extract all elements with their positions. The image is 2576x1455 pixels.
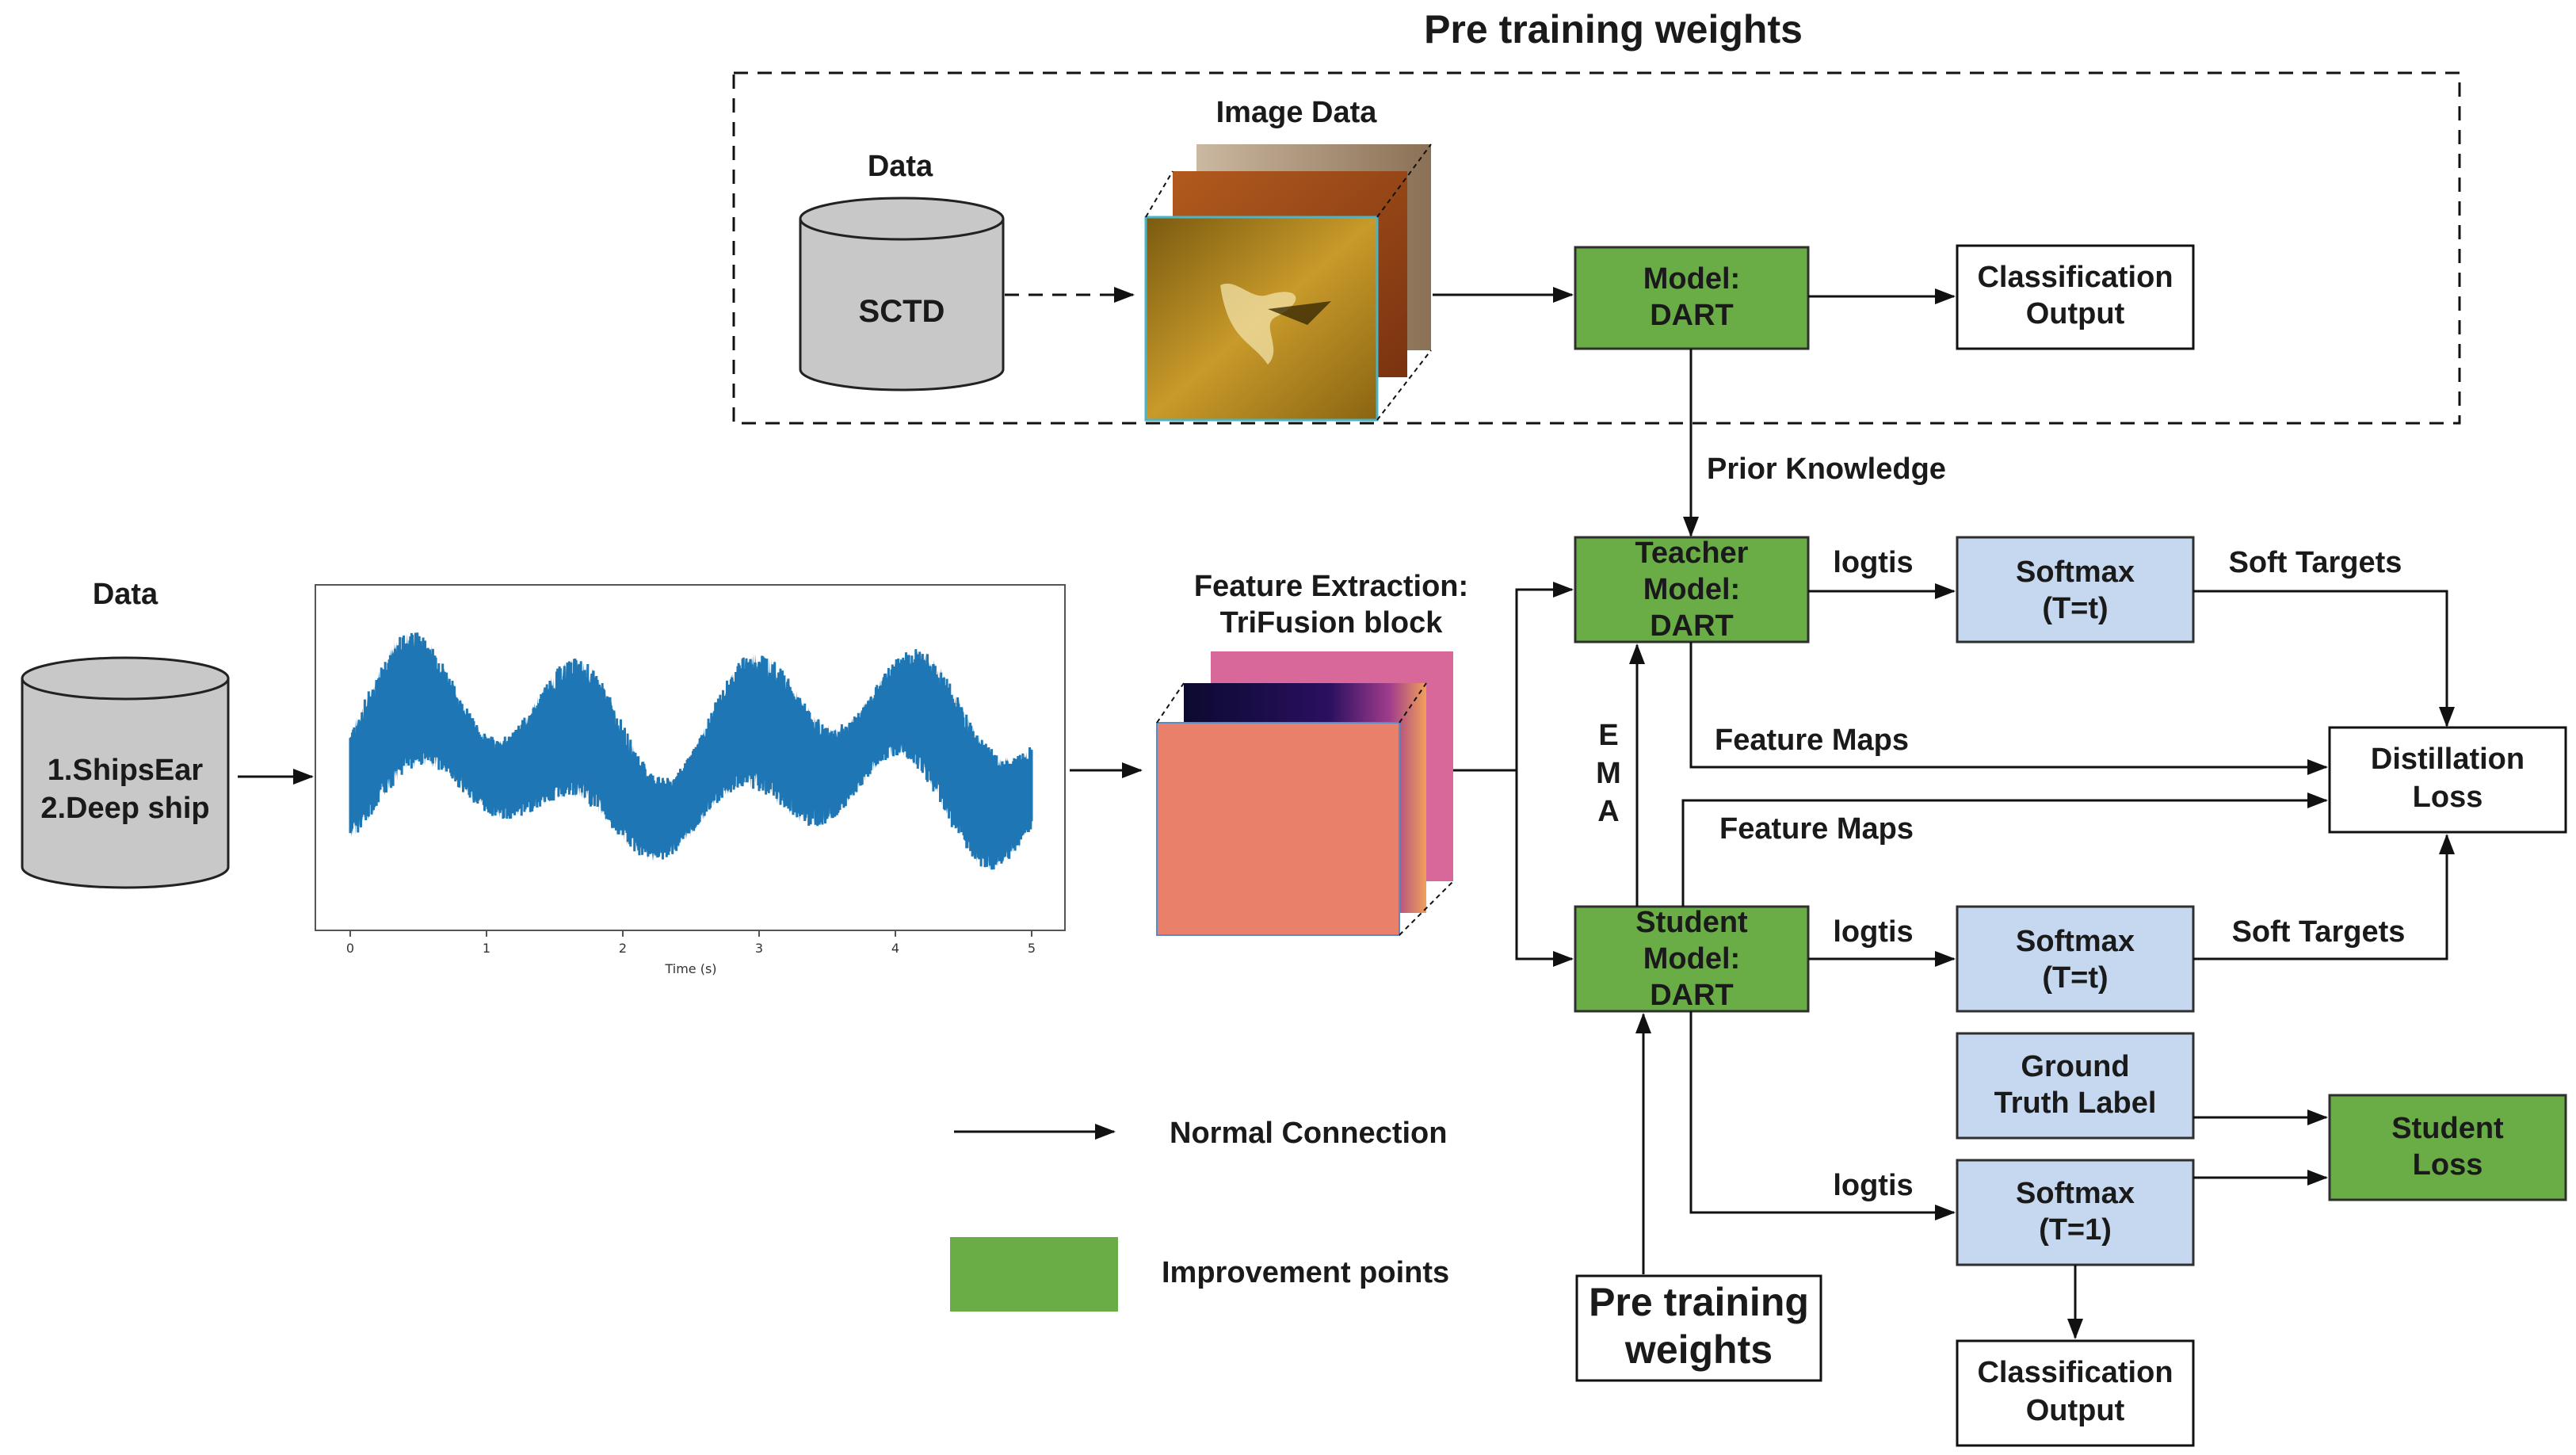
dataset-item-1: 1.ShipsEar xyxy=(48,754,204,787)
student-model-box xyxy=(1574,905,1810,1013)
softmax-teacher-2: (T=t) xyxy=(2042,592,2108,625)
x-tick-label: 3 xyxy=(755,941,763,956)
pretrain-dashed-frame xyxy=(732,71,2461,425)
feature-split-connector xyxy=(1453,582,1574,772)
pretrain-section-title: Pre training weights xyxy=(1424,7,1803,52)
ground-truth-box xyxy=(1956,1032,2195,1140)
teacher-feature-maps-arrow xyxy=(1689,642,2328,775)
teacher-label-2: Model: xyxy=(1643,573,1740,606)
ground-truth-2: Truth Label xyxy=(1994,1086,2157,1120)
legend-normal-label: Normal Connection xyxy=(1170,1117,1447,1150)
classification-output-top-box xyxy=(1956,244,2195,350)
soft-targets-label-1: Soft Targets xyxy=(2229,546,2402,579)
student-label-3: DART xyxy=(1650,979,1734,1012)
classification-output-bottom-1: Classification xyxy=(1977,1356,2173,1389)
softmax-student-2: (T=t) xyxy=(2042,961,2108,995)
student-logtis-label: logtis xyxy=(1833,915,1913,949)
distillation-loss-box xyxy=(2328,726,2567,834)
left-data-label: Data xyxy=(93,578,158,611)
student-soft-targets-arrow xyxy=(2193,834,2455,960)
ema-letter-a: A xyxy=(1597,795,1619,828)
legend-improve-swatch xyxy=(950,1237,1118,1312)
waveform-x-label: Time (s) xyxy=(664,961,716,976)
image-data-label: Image Data xyxy=(1216,96,1378,129)
classification-output-bottom-box xyxy=(1956,1339,2195,1447)
classification-output-top-1: Classification xyxy=(1977,261,2173,294)
sctd-label: SCTD xyxy=(859,294,945,329)
image-data-stack xyxy=(1144,143,1432,422)
soft-targets-label-2: Soft Targets xyxy=(2232,915,2406,949)
top-data-label: Data xyxy=(868,150,933,183)
sctd-database-icon xyxy=(799,197,1005,391)
pretrain-weights-box xyxy=(1575,1274,1822,1382)
model-dart-label-2: DART xyxy=(1650,299,1734,332)
prior-knowledge-label: Prior Knowledge xyxy=(1707,453,1946,486)
ema-letter-m: M xyxy=(1596,757,1621,790)
softmax-teacher-1: Softmax xyxy=(2016,556,2135,589)
softmax-t1-1: Softmax xyxy=(2016,1177,2135,1210)
feature-extraction-label-2: TriFusion block xyxy=(1220,606,1444,640)
student-logtis-label-2: logtis xyxy=(1833,1169,1913,1202)
student-loss-box xyxy=(2328,1094,2567,1201)
softmax-t1-box xyxy=(1956,1159,2195,1266)
pretrain-bottom-1: Pre training xyxy=(1589,1280,1809,1324)
feature-maps-label-1: Feature Maps xyxy=(1715,724,1909,757)
feature-to-student-arrow xyxy=(1515,770,1574,967)
student-feature-maps-arrow xyxy=(1681,792,2328,907)
model-dart-label-1: Model: xyxy=(1643,262,1740,296)
teacher-model-box xyxy=(1574,536,1810,643)
ema-letter-e: E xyxy=(1598,719,1618,752)
feature-extraction-label-1: Feature Extraction: xyxy=(1194,570,1468,603)
waveform-plot xyxy=(349,632,1033,870)
dataset-database-icon xyxy=(21,656,230,889)
teacher-logtis-label: logtis xyxy=(1833,546,1913,579)
x-tick-label: 4 xyxy=(891,941,899,956)
softmax-student-1: Softmax xyxy=(2016,925,2135,958)
teacher-label-1: Teacher xyxy=(1635,537,1749,570)
x-tick-label: 5 xyxy=(1028,941,1036,956)
distillation-loss-1: Distillation xyxy=(2371,743,2524,776)
student-label-2: Model: xyxy=(1643,942,1740,976)
student-label-1: Student xyxy=(1635,906,1748,939)
teacher-label-3: DART xyxy=(1650,609,1734,643)
student-loss-2: Loss xyxy=(2413,1148,2483,1182)
waveform-envelope xyxy=(350,632,1032,870)
x-tick-label: 1 xyxy=(483,941,490,956)
softmax-student-box xyxy=(1956,905,2195,1013)
classification-output-bottom-2: Output xyxy=(2026,1394,2125,1427)
softmax-teacher-box xyxy=(1956,536,2195,643)
distillation-loss-2: Loss xyxy=(2413,781,2483,814)
feature-maps-label-2: Feature Maps xyxy=(1719,812,1914,846)
student-loss-1: Student xyxy=(2391,1112,2504,1145)
teacher-soft-targets-arrow xyxy=(2193,590,2455,728)
student-to-softmax-t1-arrow xyxy=(1689,1011,1956,1220)
x-tick-label: 2 xyxy=(619,941,627,956)
ground-truth-1: Ground xyxy=(2021,1050,2129,1083)
model-dart-box xyxy=(1574,246,1810,350)
pretrain-bottom-2: weights xyxy=(1624,1327,1773,1372)
legend: Normal Connection Improvement points xyxy=(950,1117,1449,1312)
softmax-t1-2: (T=1) xyxy=(2039,1213,2112,1247)
x-tick-label: 0 xyxy=(346,941,354,956)
classification-output-top-2: Output xyxy=(2026,297,2125,330)
feature-map-stack xyxy=(1156,651,1454,936)
waveform-x-axis: 0 1 2 3 4 5 xyxy=(344,930,1038,956)
dataset-item-2: 2.Deep ship xyxy=(40,792,209,825)
legend-improve-label: Improvement points xyxy=(1162,1256,1449,1289)
